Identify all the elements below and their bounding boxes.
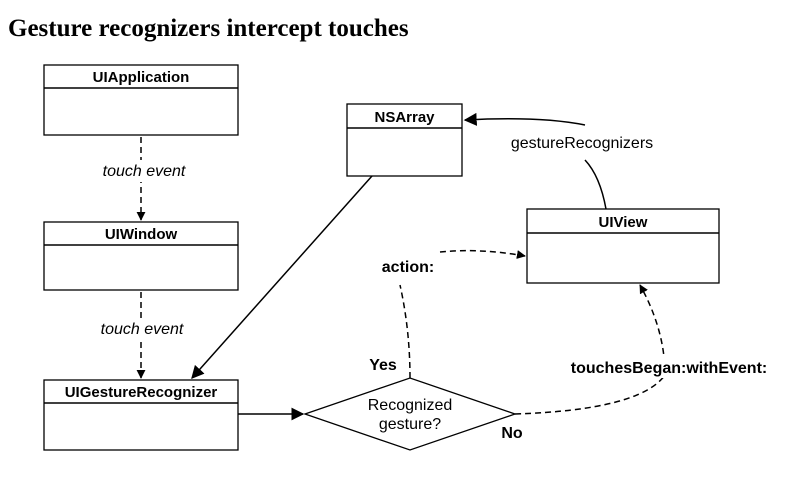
yes-dashed-line (399, 284, 411, 379)
no-label: No (501, 425, 523, 442)
uiview-gesture-recognizers-line (584, 159, 607, 210)
uigesturerecognizer-box: UIGestureRecognizer (43, 379, 239, 451)
uigesturerecognizer-label: UIGestureRecognizer (65, 384, 218, 401)
touch-event-label-2: touch event (101, 321, 184, 338)
decision-line-2: gesture? (379, 416, 441, 433)
decision-line-1: Recognized (368, 397, 453, 414)
no-dashed-arrow (514, 284, 666, 415)
nsarray-box: NSArray (346, 103, 463, 177)
uiapplication-label: UIApplication (93, 69, 190, 86)
action-arrow (439, 249, 526, 260)
uiview-box: UIView (526, 208, 720, 284)
nsarray-label: NSArray (374, 109, 435, 126)
yes-label: Yes (369, 357, 397, 374)
uiwindow-label: UIWindow (105, 226, 178, 243)
nsarray-to-recognizer-arrow (191, 175, 373, 379)
diagram-title: Gesture recognizers intercept touches (8, 15, 409, 42)
gesture-recognizers-label: gestureRecognizers (511, 135, 653, 152)
uiwindow-box: UIWindow (43, 221, 239, 291)
uiapplication-box: UIApplication (43, 64, 239, 136)
action-label: action: (382, 259, 434, 276)
touch-event-label-1: touch event (103, 163, 186, 180)
uiview-label: UIView (599, 214, 648, 231)
recognized-gesture-decision: Recognized gesture? (302, 377, 518, 451)
touches-began-label: touchesBegan:withEvent: (571, 360, 767, 377)
gesture-recognizers-arrow (463, 112, 586, 126)
